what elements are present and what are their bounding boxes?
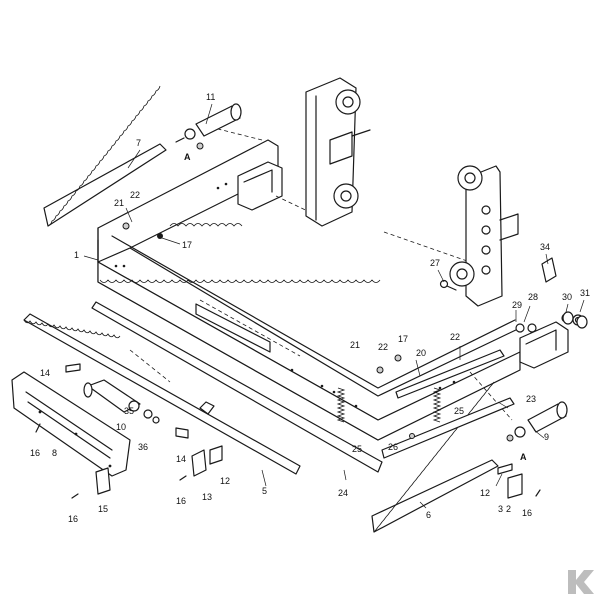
callout-21a: 21: [114, 198, 124, 208]
callout-16c: 16: [176, 496, 186, 506]
callout-22a: 22: [130, 190, 140, 200]
guide-rail-23: [381, 397, 515, 459]
callout-A-upper: A: [184, 152, 191, 162]
callout-12b: 12: [480, 488, 490, 498]
callout-29: 29: [512, 300, 522, 310]
main-frame: [97, 139, 569, 441]
callout-6: 6: [426, 510, 431, 520]
callout-26: 26: [388, 442, 398, 452]
callout-14a: 14: [40, 368, 50, 378]
guide-rail-20: [395, 349, 505, 399]
callout-25b: 25: [454, 406, 464, 416]
callout-17b: 17: [398, 334, 408, 344]
callout-20: 20: [416, 348, 426, 358]
callout-35: 35: [124, 406, 134, 416]
callout-14b: 14: [176, 454, 186, 464]
callout-17a: 17: [182, 240, 192, 250]
knife-blade-6: [371, 381, 499, 533]
callout-31: 31: [580, 288, 590, 298]
actuator-cylinder-11: [175, 103, 242, 150]
callout-22c: 22: [450, 332, 460, 342]
callout-22b: 22: [378, 342, 388, 352]
callout-24: 24: [338, 488, 348, 498]
callout-16d: 16: [522, 508, 532, 518]
callout-16a: 16: [30, 448, 40, 458]
spring-25b: [432, 387, 442, 423]
alignment-lines: [129, 127, 513, 421]
upper-right-bracket: [449, 165, 519, 307]
mounting-plate-8: [11, 371, 131, 477]
callout-11: 11: [206, 92, 215, 102]
callout-30: 30: [562, 292, 572, 302]
callout-7: 7: [136, 138, 141, 148]
knife-blade-7: [43, 85, 167, 227]
callout-5: 5: [262, 486, 267, 496]
callout-27: 27: [430, 258, 440, 268]
washers: [562, 311, 588, 329]
callout-28: 28: [528, 292, 538, 302]
actuator-cylinder-10: [83, 379, 160, 424]
callout-labels: 1 3 2 5 6 7 8 9 10 11 12 12 13 14 14 15 …: [30, 92, 590, 524]
callout-16b: 16: [68, 514, 78, 524]
callout-10: 10: [116, 422, 126, 432]
callout-A-lower: A: [520, 452, 527, 462]
spring-25a: [336, 387, 346, 423]
callout-9: 9: [544, 432, 549, 442]
leader-lines: [83, 103, 585, 509]
callout-13: 13: [202, 492, 212, 502]
brand-logo-mark: [568, 570, 594, 594]
callout-25a: 25: [352, 444, 362, 454]
callout-3: 3: [498, 504, 503, 514]
callout-34: 34: [540, 242, 550, 252]
upper-left-bracket: [305, 77, 371, 227]
small-brackets: [65, 257, 557, 499]
callout-36: 36: [138, 442, 148, 452]
callout-2: 2: [506, 504, 511, 514]
actuator-cylinder-9: [506, 401, 568, 442]
callout-23: 23: [526, 394, 536, 404]
callout-12a: 12: [220, 476, 230, 486]
callout-8: 8: [52, 448, 57, 458]
callout-1: 1: [74, 250, 79, 260]
callout-15: 15: [98, 504, 108, 514]
knife-blade-24: [91, 301, 383, 473]
callout-21b: 21: [350, 340, 360, 350]
knife-blade-5: [23, 313, 301, 475]
